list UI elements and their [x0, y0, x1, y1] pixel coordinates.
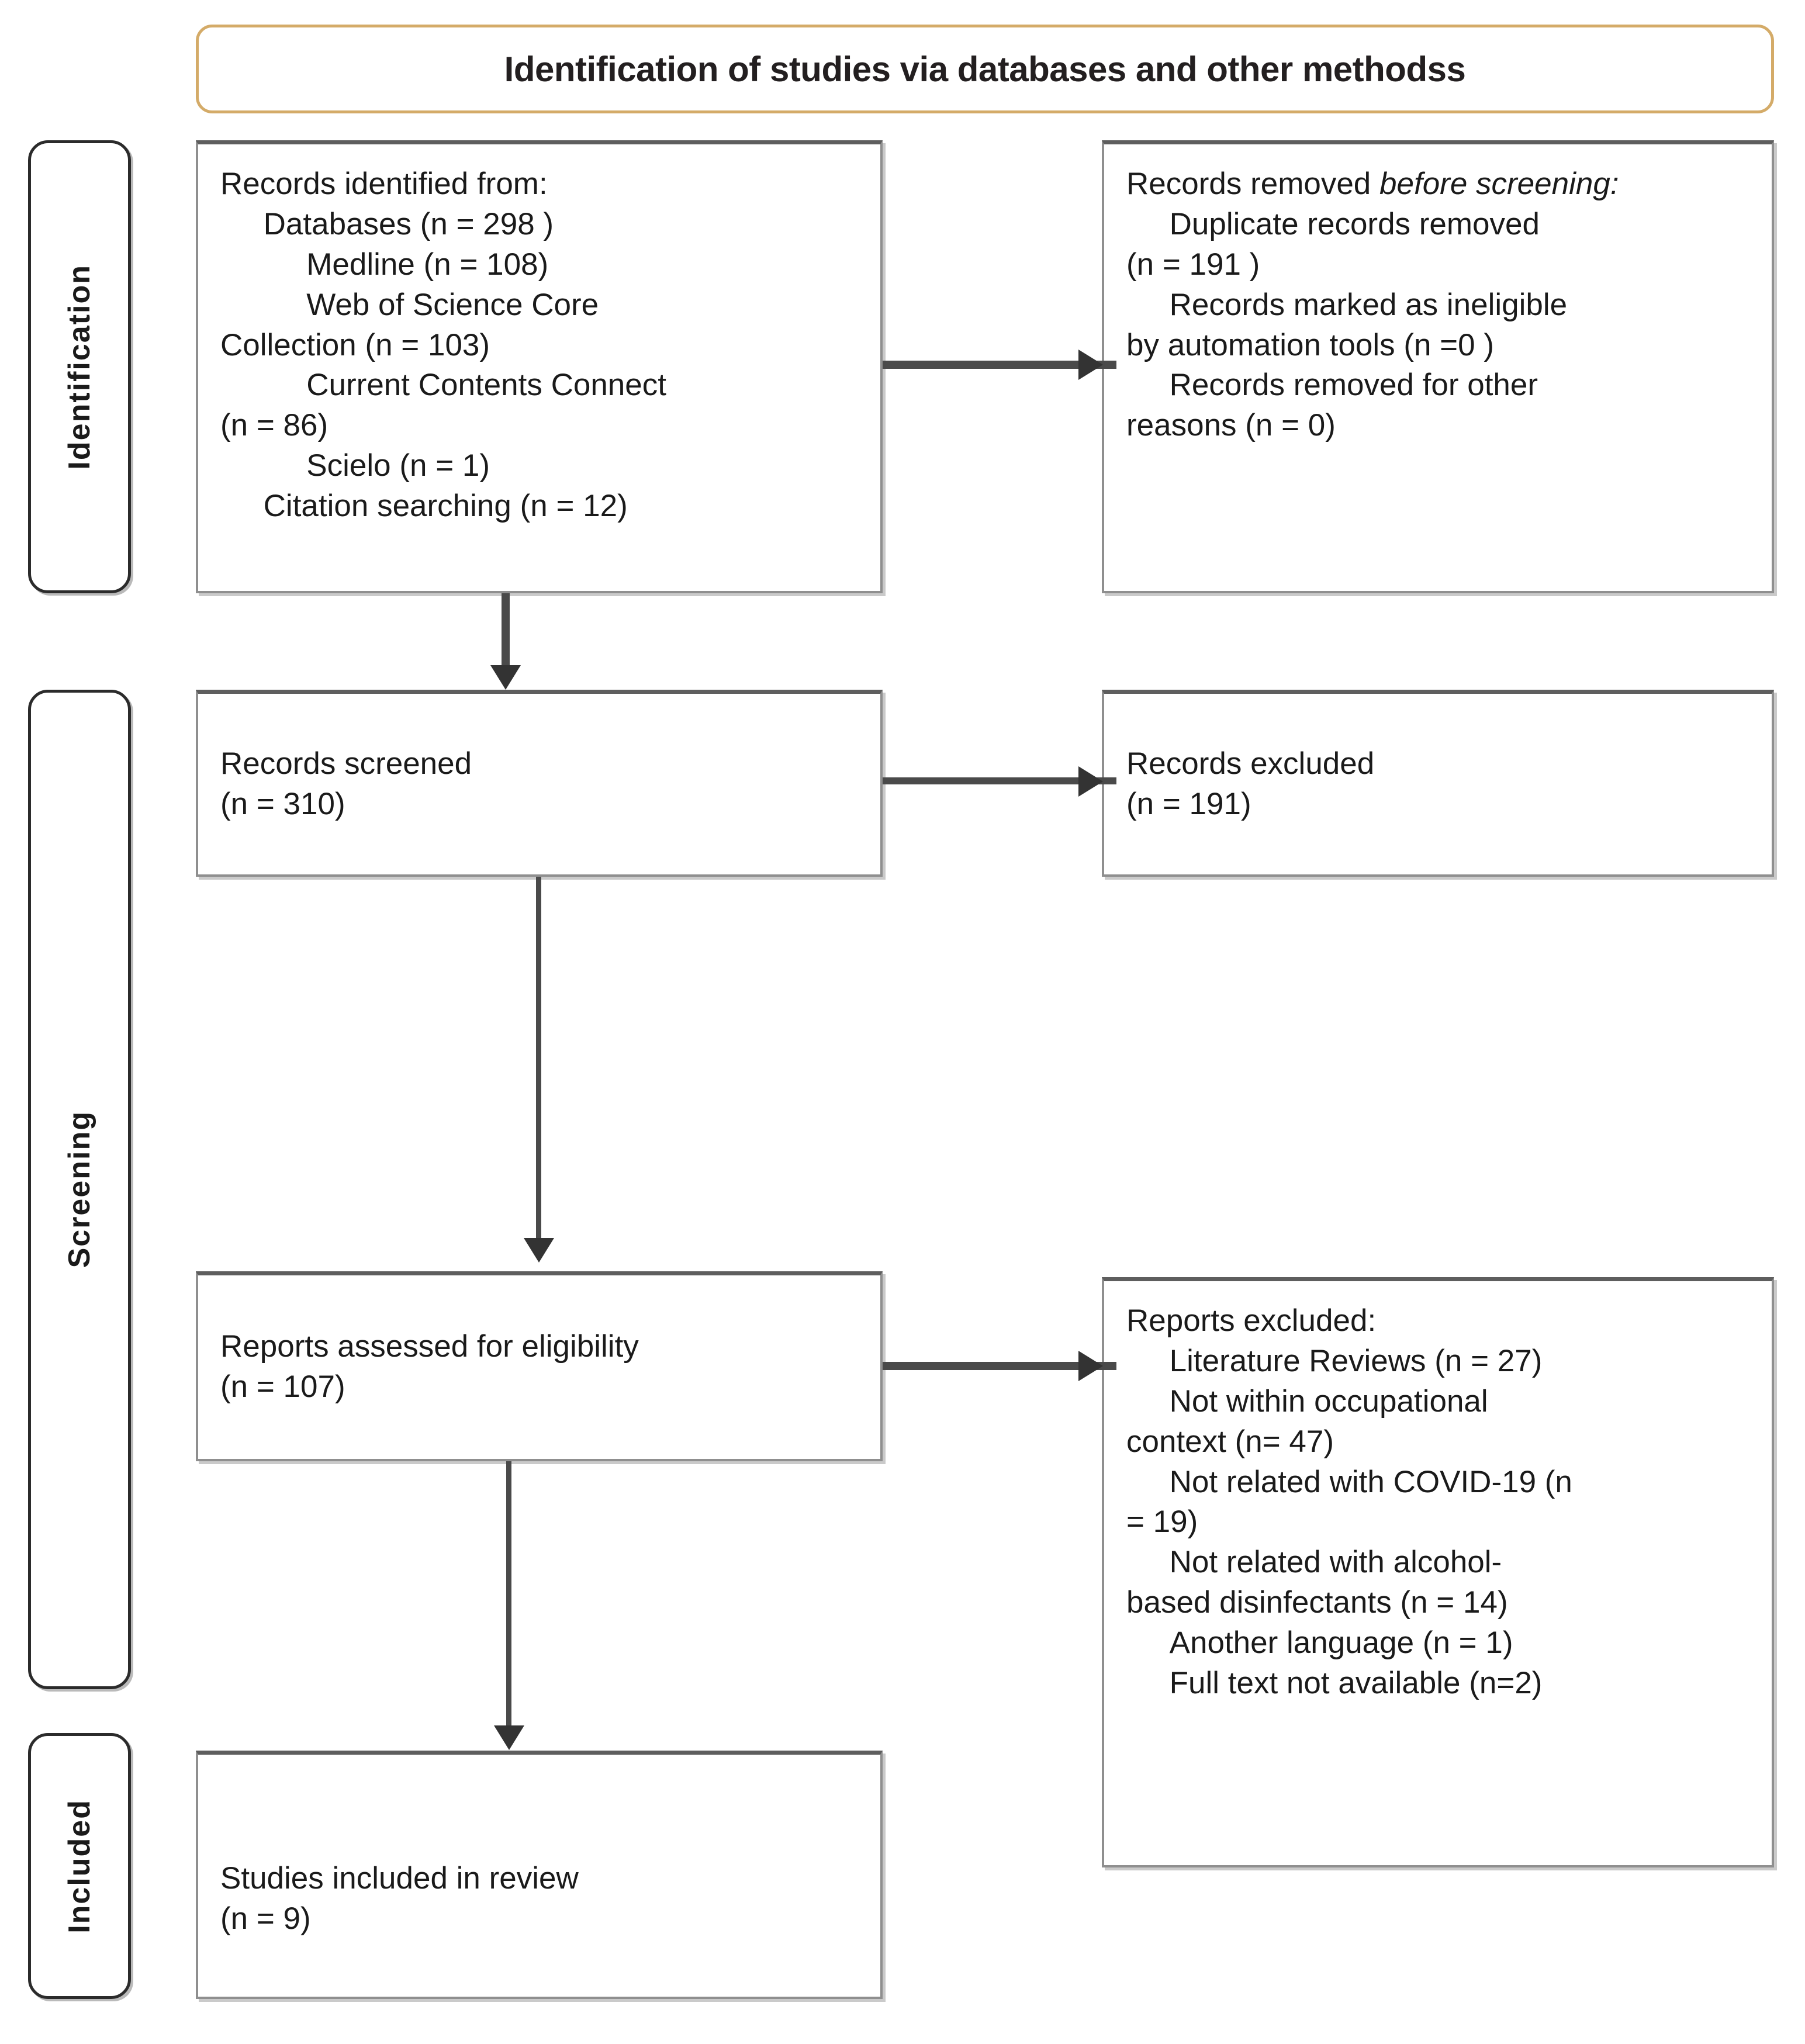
connector-identified-to-screened [502, 593, 510, 681]
box-records-removed-lead: Records removed [1126, 167, 1380, 201]
box-records-excluded: Records excluded (n = 191) [1102, 690, 1774, 877]
stage-label-included-text: Included [63, 1799, 96, 1934]
arrow-assessed-to-excluded [1078, 1351, 1103, 1381]
box-records-screened-text: Records screened (n = 310) [220, 746, 472, 821]
arrow-screened-to-assessed [524, 1238, 554, 1263]
stage-label-identification-text: Identification [63, 264, 96, 470]
box-records-identified-text: Records identified from: Databases (n = … [220, 167, 666, 524]
box-reports-assessed: Reports assessed for eligibility (n = 10… [196, 1271, 883, 1461]
diagram-title-banner: Identification of studies via databases … [196, 25, 1774, 113]
box-records-excluded-text: Records excluded (n = 191) [1126, 746, 1375, 821]
diagram-title: Identification of studies via databases … [504, 49, 1466, 89]
arrow-assessed-to-included [494, 1725, 524, 1750]
stage-label-identification: Identification [28, 140, 131, 593]
box-reports-excluded: Reports excluded: Literature Reviews (n … [1102, 1277, 1774, 1867]
box-studies-included: Studies included in review (n = 9) [196, 1751, 883, 1999]
arrow-identified-to-removed [1078, 350, 1103, 380]
connector-screened-to-excluded [883, 777, 1116, 784]
stage-label-included: Included [28, 1733, 131, 1999]
stage-label-screening-text: Screening [63, 1111, 96, 1268]
box-reports-assessed-text: Reports assessed for eligibility (n = 10… [220, 1329, 639, 1404]
arrow-screened-to-excluded [1078, 766, 1103, 797]
box-records-removed-italic: before screening: [1379, 167, 1619, 201]
box-studies-included-text: Studies included in review (n = 9) [220, 1861, 579, 1936]
connector-assessed-to-excluded [883, 1362, 1116, 1370]
box-records-removed: Records removed before screening: Duplic… [1102, 140, 1774, 593]
connector-screened-to-assessed [536, 877, 541, 1251]
box-records-removed-text: Records removed before screening: Duplic… [1104, 144, 1772, 446]
box-records-screened: Records screened (n = 310) [196, 690, 883, 877]
connector-identified-to-removed [883, 361, 1116, 369]
stage-label-screening: Screening [28, 690, 131, 1689]
arrow-identified-to-screened [490, 665, 521, 690]
box-records-removed-rest: Duplicate records removed (n = 191 ) Rec… [1126, 206, 1568, 443]
box-records-identified: Records identified from: Databases (n = … [196, 140, 883, 593]
box-reports-excluded-text: Reports excluded: Literature Reviews (n … [1126, 1303, 1572, 1701]
connector-assessed-to-included [506, 1461, 511, 1742]
